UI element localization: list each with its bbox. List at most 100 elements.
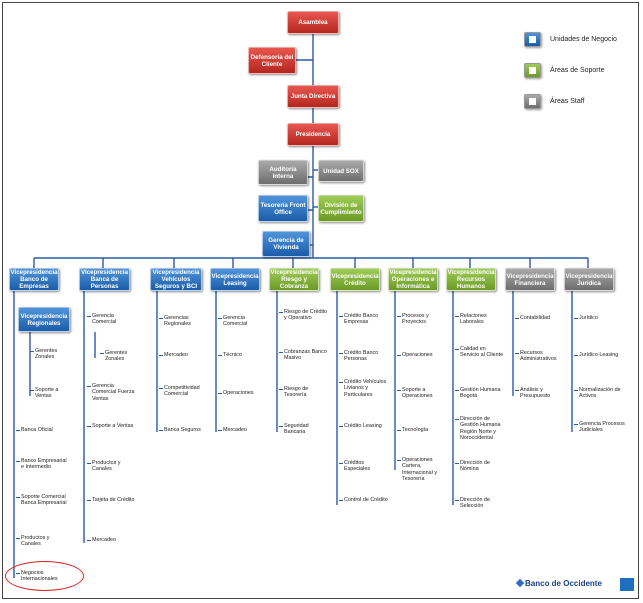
junta-box: Junta Directiva [287,85,339,108]
list-item: Contabilidad [515,315,564,321]
asamblea-box: Asamblea [287,11,339,34]
list-item: Relaciones Laborales [455,313,504,326]
auditoria-label: Auditoría Interna [269,165,297,180]
vp-rrhh-label: Vicepresidencia Recursos Humanos [447,269,495,290]
list-item: Procesos y Proyectos [397,313,446,326]
vp-leasing: Vicepresidencia Leasing [210,268,260,291]
list-item: Técnico [218,352,263,358]
list-item: Mercadeo [87,537,137,543]
vp-operaciones: Vicepresidencia Operaciones e Informátic… [388,268,438,291]
list-item: Soporte a Ventas [87,423,137,429]
legend-support-swatch [524,63,541,78]
auditoria-box: Auditoría Interna [258,160,308,185]
list-item: Gerencia Comercial [87,313,137,326]
list-item: Operaciones [397,352,446,358]
legend-business-swatch [524,32,541,47]
vp-vehiculos: Vicepresidencia Vehículos Seguros y BCI [150,268,202,291]
list-item: Soporte a Operaciones [397,387,446,400]
list-item: Cobranzas Banco Masivo [279,349,329,362]
list-item: Gerencia Comercial Fuerza Ventas [87,383,137,402]
legend-staff-label: Áreas Staff [550,98,585,105]
legend-business-label: Unidades de Negocio [550,36,617,43]
defensoria-label: Defensoría del Cliente [250,53,294,68]
vp-banco-empresas: Vicepresidencia Banco de Empresas [9,268,59,291]
list-item: Recursos Administrativos [515,350,564,363]
list-item: Banca Seguros [159,427,208,433]
list-item: Gerentes Zonales [30,348,75,361]
list-item: Soporte a Ventas [30,387,75,400]
vp-financiera-label: Vicepresidencia Financiera [506,272,554,287]
vp-riesgo: Vicepresidencia Riesgo y Cobranza [269,268,319,291]
list-item: Crédito Banco Empresas [339,313,388,326]
list-item: Gerencias Regionales [159,315,208,328]
list-item: Mercadeo [159,352,208,358]
list-item: Créditos Especiales [339,460,388,473]
vivienda-box: Gerencia de Vivienda [262,231,310,257]
vp-leasing-label: Vicepresidencia Leasing [211,272,259,287]
tesoreria-label: Tesorería Front Office [260,201,306,216]
list-item: Gerencia Comercial [218,315,263,328]
vp-regionales-label: Vicepresidencia Regionales [20,312,68,327]
vp-riesgo-label: Vicepresidencia Riesgo y Cobranza [270,269,318,290]
list-item: Crédito Leasing [339,423,388,429]
list-item: Soporte Comercial Banca Empresarial [16,494,73,507]
list-item: Jurídico Leasing [574,352,627,358]
list-item: Dirección de Gestión Humana Región Norte… [455,416,506,441]
vp-rrhh: Vicepresidencia Recursos Humanos [446,268,496,291]
brand-square-icon [620,578,634,591]
tesoreria-box: Tesorería Front Office [258,195,308,222]
vp-credito-label: Vicepresidencia Crédito [331,272,379,287]
vp-juridica: Vicepresidencia Jurídica [564,268,614,291]
list-item: Banca Oficial [16,427,76,433]
vivienda-label: Gerencia de Vivienda [268,237,304,251]
vp-vehiculos-label: Vicepresidencia Vehículos Seguros y BCI [152,269,200,290]
list-item: Normalización de Activos [574,387,625,400]
legend-support-label: Áreas de Soporte [550,67,605,74]
list-item: Operaciones [218,390,263,396]
list-item: Tarjeta de Crédito [87,497,137,503]
list-item: Control de Crédito [339,497,388,503]
list-item: Productos y Canales [16,535,69,548]
list-item: Tecnología [397,427,446,433]
list-item: Crédito Vehículos Livianos y Particulare… [339,379,392,398]
list-item: Riesgo de Tesorería [279,386,329,399]
list-item: Gerencia Procesos Judiciales [574,421,625,434]
list-item: Calidad en Servicio al Cliente [455,346,504,359]
list-item: Seguridad Bancaria [279,423,329,436]
list-item: Productos y Canales [87,460,137,473]
cumplimiento-box: División de Cumplimiento [318,195,364,222]
list-item: Crédito Banco Personas [339,350,388,363]
presidencia-box: Presidencia [287,123,339,146]
list-item: Dirección de Selección [455,497,504,510]
vp-credito: Vicepresidencia Crédito [330,268,380,291]
sox-box: Unidad SOX [318,160,364,182]
list-item: Banco Empresarial e Intermedio [16,458,71,471]
list-item: Análisis y Presupuesto [515,387,564,400]
defensoria-box: Defensoría del Cliente [248,47,296,74]
brand-name: Banco de Occidente [525,579,602,588]
asamblea-label: Asamblea [298,19,328,26]
junta-label: Junta Directiva [290,93,336,100]
vp-operaciones-label: Vicepresidencia Operaciones e Informátic… [389,269,437,290]
presidencia-label: Presidencia [295,131,331,138]
vp-regionales: Vicepresidencia Regionales [18,307,70,332]
highlight-circle [5,561,84,591]
list-item: Gerentes Zonales [100,350,140,363]
list-item: Competitividad Comercial [159,385,208,398]
vp-financiera: Vicepresidencia Financiera [505,268,555,291]
list-item: Dirección de Nómina [455,460,504,473]
list-item: Gestión Humana Bogotá [455,387,504,400]
list-item: Operaciones Cartera, Internacional y Tes… [397,457,446,482]
list-item: Riesgo de Crédito y Operativo [279,309,328,322]
legend-staff-swatch [524,94,541,109]
vp-banco-empresas-label: Vicepresidencia Banco de Empresas [10,269,58,290]
vp-banca-personas: Vicepresidencia Banca de Personas [79,268,130,291]
vp-banca-personas-label: Vicepresidencia Banca de Personas [81,269,129,290]
list-item: Jurídico [574,315,623,321]
vp-juridica-label: Vicepresidencia Jurídica [565,272,613,287]
sox-label: Unidad SOX [323,167,359,175]
list-item: Mercadeo [218,427,263,433]
cumplimiento-label: División de Cumplimiento [320,201,362,216]
